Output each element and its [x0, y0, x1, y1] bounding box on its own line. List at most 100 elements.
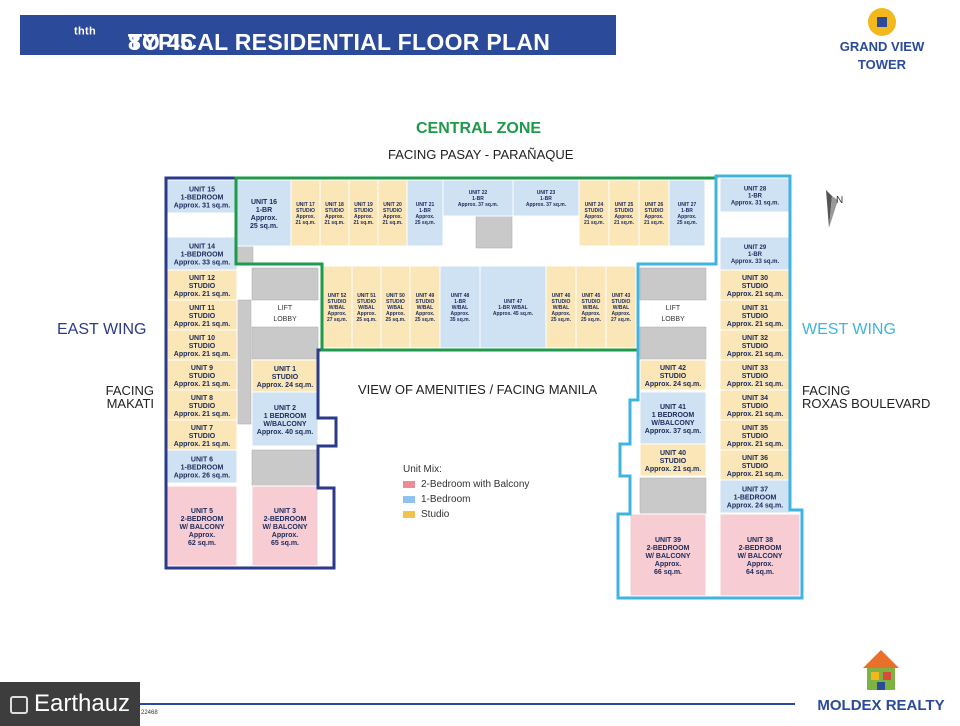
- unit-text: 2-BEDROOM: [181, 516, 224, 523]
- unit-text: UNIT 24: [585, 202, 604, 208]
- unit-text: Approx.: [585, 214, 605, 220]
- unit-text: UNIT 25: [615, 202, 634, 208]
- unit-text: W/BAL: [329, 305, 345, 311]
- unit-text: 1-BR: [748, 252, 763, 258]
- unit-text: UNIT 30: [742, 275, 768, 282]
- unit-text: UNIT 27: [678, 202, 697, 208]
- unit-text: STUDIO: [742, 433, 769, 440]
- amenities-label: VIEW OF AMENITIES / FACING MANILA: [358, 382, 598, 397]
- unit-text: Approx.: [582, 311, 602, 317]
- unit-text: Approx. 24 sq.m.: [257, 382, 313, 389]
- unit-text: Approx. 31 sq.m.: [174, 203, 230, 210]
- unit-text: W/BAL: [553, 305, 569, 311]
- lift-lobby-label: LIFT: [278, 305, 293, 312]
- unit-text: STUDIO: [660, 458, 687, 465]
- unit-text: 1 BEDROOM: [264, 413, 307, 420]
- unit-text: Approx. 31 sq.m.: [731, 201, 780, 207]
- unit-text: 1-BR: [748, 194, 763, 200]
- unit-text: Approx. 21 sq.m.: [727, 381, 783, 388]
- unit-text: UNIT 34: [742, 395, 768, 402]
- unit-text: 21 sq.m.: [324, 220, 345, 226]
- legend-item-1br: 1-Bedroom: [403, 492, 529, 507]
- brand-line-2: TOWER: [857, 57, 907, 72]
- unit-text: UNIT 43: [612, 293, 631, 299]
- unit-text: 21 sq.m.: [584, 220, 605, 226]
- unit-text: 1-BR W/BAL: [498, 305, 527, 311]
- unit-text: UNIT 10: [189, 335, 215, 342]
- unit-text: UNIT 11: [189, 305, 215, 312]
- unit-text: UNIT 45: [582, 293, 601, 299]
- legend-item-studio: Studio: [403, 507, 529, 522]
- unit-text: 1-BEDROOM: [181, 465, 224, 472]
- moldex-realty-logo: MOLDEX REALTY: [816, 648, 946, 714]
- watermark-text: Earthauz: [34, 690, 131, 717]
- unit-text: UNIT 38: [747, 537, 773, 544]
- unit-text: UNIT 39: [655, 537, 681, 544]
- unit-text: 21 sq.m.: [644, 220, 665, 226]
- unit-text: Approx. 26 sq.m.: [174, 473, 230, 480]
- unit-text: 21 sq.m.: [382, 220, 403, 226]
- unit-text: Approx. 21 sq.m.: [727, 351, 783, 358]
- unit-text: 25 sq.m.: [415, 220, 436, 226]
- unit-text: 1-BR: [472, 196, 484, 202]
- unit-text: Approx.: [325, 214, 345, 220]
- unit-text: 65 sq.m.: [271, 540, 299, 547]
- unit-text: STUDIO: [552, 299, 571, 305]
- unit-text: UNIT 47: [504, 299, 523, 305]
- moldex-house-icon: [863, 650, 899, 690]
- unit-text: 1-BEDROOM: [181, 252, 224, 259]
- unit-text: 1-BEDROOM: [734, 495, 777, 502]
- zone-outlines: [164, 174, 804, 600]
- unit-text: 64 sq.m.: [746, 569, 774, 576]
